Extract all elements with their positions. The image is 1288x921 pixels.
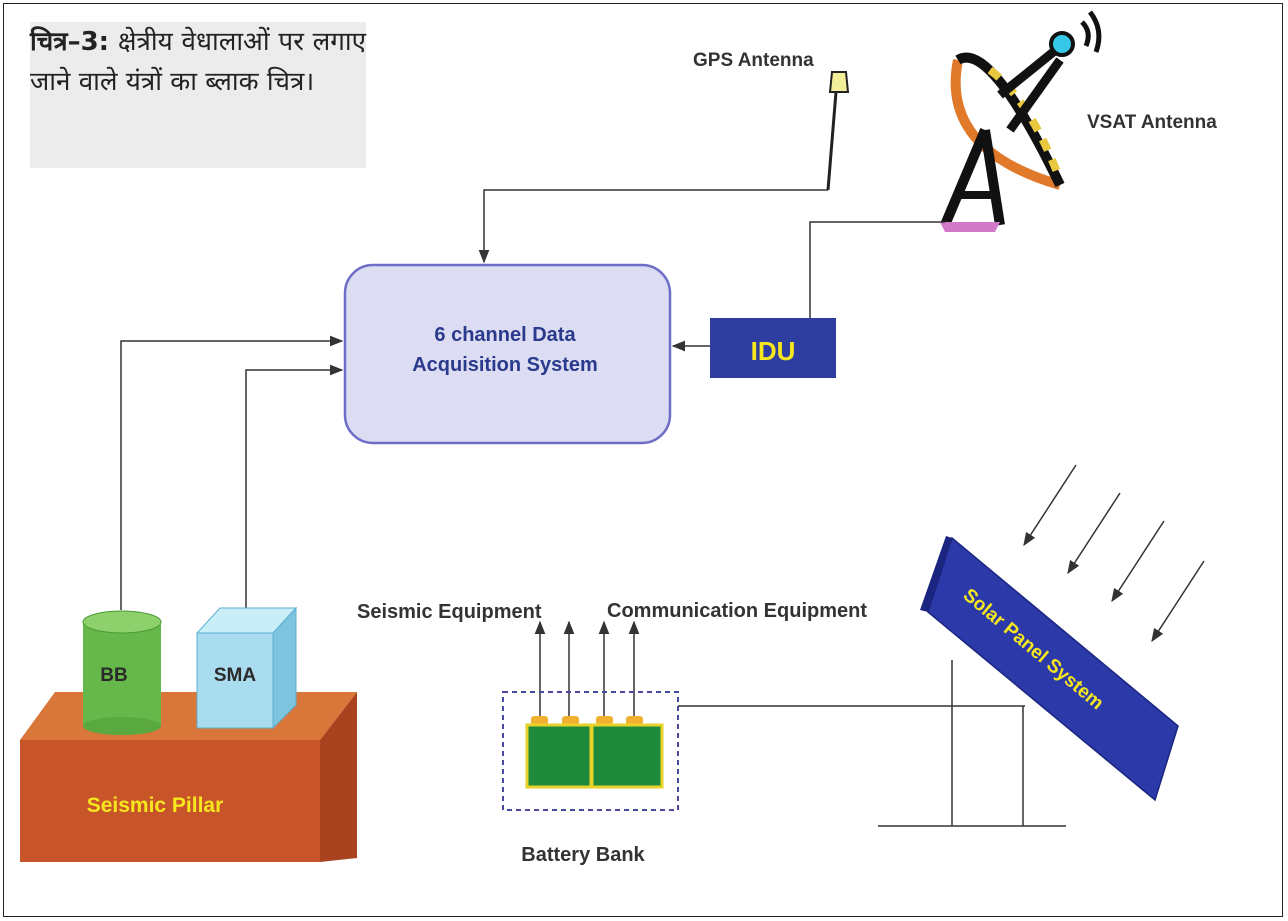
idu-box xyxy=(710,318,836,378)
sun-rays xyxy=(1023,464,1205,643)
sma-connector xyxy=(245,364,344,610)
idu-label: IDU xyxy=(751,336,796,366)
battery-bank-label: Battery Bank xyxy=(521,844,645,866)
data-acquisition-box xyxy=(343,263,672,445)
bb-connector xyxy=(120,335,344,610)
figure-frame xyxy=(3,3,1283,917)
battery-output-arrows xyxy=(534,620,640,718)
das-label-line2: Acquisition System xyxy=(412,354,598,376)
figure-caption: चित्र–3: क्षेत्रीय वेधालाओं पर लगाए जाने… xyxy=(30,22,366,168)
caption-text: क्षेत्रीय वेधालाओं पर लगाए जाने वाले यंत… xyxy=(30,27,367,97)
battery-bank-outline xyxy=(502,691,679,811)
vsat-antenna-icon xyxy=(940,10,1102,232)
gps-antenna-label: GPS Antenna xyxy=(693,50,814,71)
gps-antenna-icon xyxy=(826,71,850,191)
seismic-pillar-label: Seismic Pillar xyxy=(87,794,224,817)
sma-label: SMA xyxy=(214,665,257,686)
das-label-line1: 6 channel Data xyxy=(434,324,576,346)
solar-panel xyxy=(920,536,1179,802)
bb-label: BB xyxy=(100,665,127,686)
battery-cells xyxy=(525,716,664,789)
caption-label: चित्र–3: xyxy=(30,27,110,57)
vsat-antenna-label: VSAT Antenna xyxy=(1087,112,1217,133)
sma-sensor xyxy=(195,606,298,730)
bb-sensor xyxy=(82,610,162,735)
seismic-equipment-label: Seismic Equipment xyxy=(357,601,542,623)
solar-panel-stand xyxy=(878,660,1066,827)
vsat-connector xyxy=(809,221,945,318)
seismic-pillar xyxy=(20,692,357,862)
gps-connector xyxy=(478,189,828,264)
communication-equipment-label: Communication Equipment xyxy=(607,600,867,622)
